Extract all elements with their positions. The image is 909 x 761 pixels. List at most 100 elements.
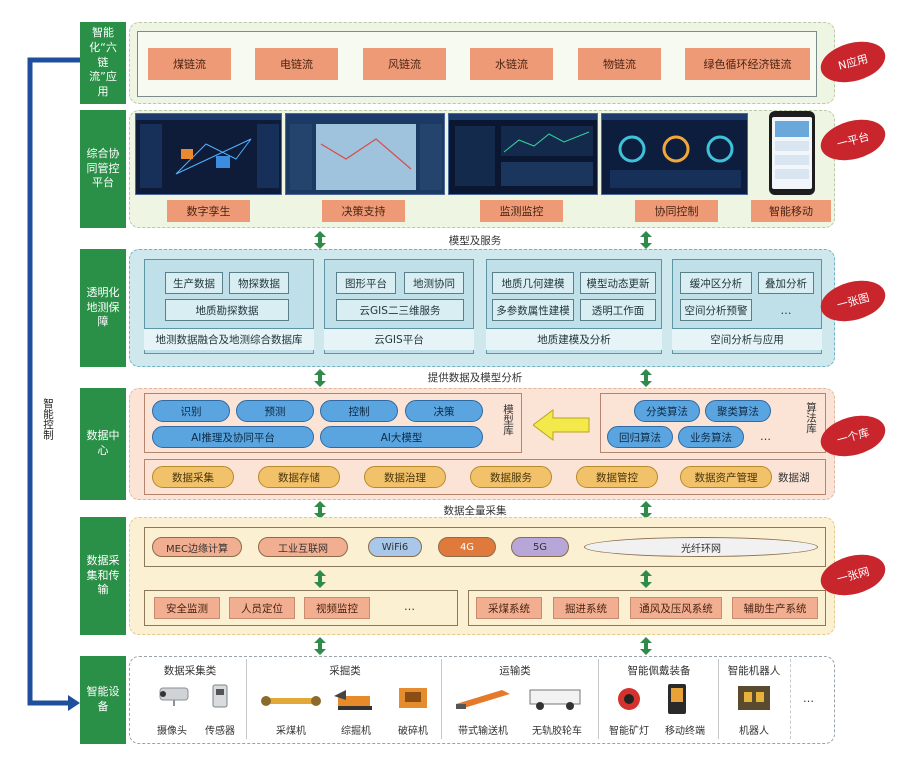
- dev-mine-lamp: 智能矿灯: [609, 726, 649, 737]
- geo-footer-db: 地测数据融合及地测综合数据库: [144, 328, 314, 350]
- net-industrial-internet[interactable]: 工业互联网: [258, 537, 348, 557]
- app-chip-water[interactable]: 水链流: [470, 48, 553, 80]
- dev-cat-transport: 运输类: [499, 665, 531, 677]
- mobile-terminal-icon: [668, 684, 686, 714]
- net-aux-production-system[interactable]: 辅助生产系统: [732, 597, 818, 619]
- network-right-box: [468, 590, 826, 626]
- connector-label-full-collect: 数据全量采集: [443, 505, 507, 517]
- dev-arrow-left: [314, 637, 326, 655]
- model-pill-ai-platform[interactable]: AI推理及协同平台: [152, 426, 314, 448]
- model-pill-predict[interactable]: 预测: [236, 400, 314, 422]
- geo-chip-collab[interactable]: 地测协同: [404, 272, 464, 294]
- geo-chip-spatial-warning[interactable]: 空间分析预警: [680, 299, 752, 321]
- dev-roadheader: 综掘机: [341, 726, 371, 737]
- layer-label-app: 智能化“六链流”应用: [80, 22, 126, 104]
- geo-chip-transparent-face[interactable]: 透明工作面: [580, 299, 656, 321]
- geo-chip-production[interactable]: 生产数据: [165, 272, 223, 294]
- roadheader-icon: [334, 690, 372, 710]
- screen-monitoring: [448, 113, 598, 195]
- dev-robot: 机器人: [739, 726, 769, 737]
- app-chip-coal[interactable]: 煤链流: [148, 48, 231, 80]
- screen-decision-support: [285, 113, 445, 195]
- net-personnel-locate[interactable]: 人员定位: [229, 597, 295, 619]
- trackless-vehicle-icon: [529, 689, 581, 710]
- connector-arrow-1a: [314, 231, 326, 249]
- net-fiber-ring[interactable]: 光纤环网: [584, 537, 818, 557]
- lake-pill-asset[interactable]: 数据资产管理: [680, 466, 772, 488]
- model-pill-identify[interactable]: 识别: [152, 400, 230, 422]
- dev-more: …: [803, 692, 814, 705]
- platform-item-digital-twin[interactable]: 数字孪生: [167, 200, 250, 222]
- geo-chip-buffer[interactable]: 缓冲区分析: [680, 272, 752, 294]
- data-lake-label: 数据湖: [778, 472, 810, 484]
- algo-pill-regression[interactable]: 回归算法: [607, 426, 673, 448]
- net-ventilation-system[interactable]: 通风及压风系统: [630, 597, 722, 619]
- layer-label-dev: 智能设备: [80, 656, 126, 744]
- model-pill-ai-large-model[interactable]: AI大模型: [320, 426, 483, 448]
- dev-cat-wearable: 智能佩戴装备: [627, 665, 691, 677]
- screen-collab-control: [601, 113, 748, 195]
- algo-pill-classify[interactable]: 分类算法: [634, 400, 700, 422]
- network-left-box: [144, 590, 458, 626]
- app-chip-material[interactable]: 物链流: [578, 48, 661, 80]
- connector-arrow-2b: [640, 369, 652, 387]
- geo-chip-geometry[interactable]: 地质几何建模: [492, 272, 574, 294]
- connector-arrow-3a: [314, 501, 326, 519]
- crusher-icon: [399, 688, 427, 708]
- dev-crusher: 破碎机: [398, 726, 428, 737]
- geo-more: …: [780, 303, 792, 317]
- layer-label-platform: 综合协同管控平台: [80, 110, 126, 228]
- shearer-icon: [261, 696, 321, 706]
- sensor-icon: [212, 684, 228, 708]
- net-safety-monitor[interactable]: 安全监测: [154, 597, 220, 619]
- lake-pill-manage[interactable]: 数据管控: [576, 466, 658, 488]
- connector-arrow-3b: [640, 501, 652, 519]
- app-chip-green-economy[interactable]: 绿色循环经济链流: [685, 48, 810, 80]
- geo-footer-spatial: 空间分析与应用: [672, 328, 822, 350]
- screen-mobile-phone: [769, 111, 815, 195]
- net-tunneling-system[interactable]: 掘进系统: [553, 597, 619, 619]
- geo-chip-exploration[interactable]: 地质勘探数据: [165, 299, 289, 321]
- net-mec[interactable]: MEC边缘计算: [152, 537, 242, 557]
- algo-pill-business[interactable]: 业务算法: [678, 426, 744, 448]
- geo-chip-overlay[interactable]: 叠加分析: [758, 272, 814, 294]
- platform-item-smart-mobile[interactable]: 智能移动: [751, 200, 831, 222]
- lake-pill-service[interactable]: 数据服务: [470, 466, 552, 488]
- geo-chip-attr-model[interactable]: 多参数属性建模: [492, 299, 574, 321]
- model-pill-decide[interactable]: 决策: [405, 400, 483, 422]
- lake-pill-store[interactable]: 数据存储: [258, 466, 340, 488]
- app-chip-wind[interactable]: 风链流: [363, 48, 446, 80]
- app-chip-power[interactable]: 电链流: [255, 48, 338, 80]
- geo-chip-dynamic-update[interactable]: 模型动态更新: [580, 272, 656, 294]
- dev-cat-collection: 数据采集类: [163, 665, 217, 677]
- dev-sensor: 传感器: [205, 726, 235, 737]
- geo-chip-gis-service[interactable]: 云GIS二三维服务: [336, 299, 464, 321]
- geo-chip-graphics[interactable]: 图形平台: [336, 272, 396, 294]
- model-pill-control[interactable]: 控制: [320, 400, 398, 422]
- model-lib-label: 模型库: [502, 404, 514, 436]
- lake-pill-collect[interactable]: 数据采集: [152, 466, 234, 488]
- platform-item-decision-support[interactable]: 决策支持: [322, 200, 405, 222]
- screen-digital-twin: [135, 113, 282, 195]
- net-wifi6[interactable]: WiFi6: [368, 537, 422, 557]
- mine-lamp-icon: [618, 688, 640, 710]
- conveyor-icon: [456, 690, 510, 709]
- data-lake-box: [144, 459, 826, 495]
- dev-trackless-vehicle: 无轨胶轮车: [532, 726, 582, 737]
- dev-camera: 摄像头: [157, 726, 187, 737]
- dev-conveyor: 带式输送机: [458, 726, 508, 737]
- net-video-monitor[interactable]: 视频监控: [304, 597, 370, 619]
- net-arrow-right: [640, 570, 652, 588]
- dev-shearer: 采煤机: [276, 726, 306, 737]
- platform-item-monitoring[interactable]: 监测监控: [480, 200, 563, 222]
- lake-pill-govern[interactable]: 数据治理: [364, 466, 446, 488]
- geo-chip-geophysics[interactable]: 物探数据: [229, 272, 289, 294]
- net-5g[interactable]: 5G: [511, 537, 569, 557]
- network-top-box: [144, 527, 826, 567]
- algo-pill-cluster[interactable]: 聚类算法: [705, 400, 771, 422]
- net-mining-system[interactable]: 采煤系统: [476, 597, 542, 619]
- net-4g[interactable]: 4G: [438, 537, 496, 557]
- net-arrow-left: [314, 570, 326, 588]
- geo-footer-gis: 云GIS平台: [324, 328, 474, 350]
- platform-item-collab-control[interactable]: 协同控制: [635, 200, 718, 222]
